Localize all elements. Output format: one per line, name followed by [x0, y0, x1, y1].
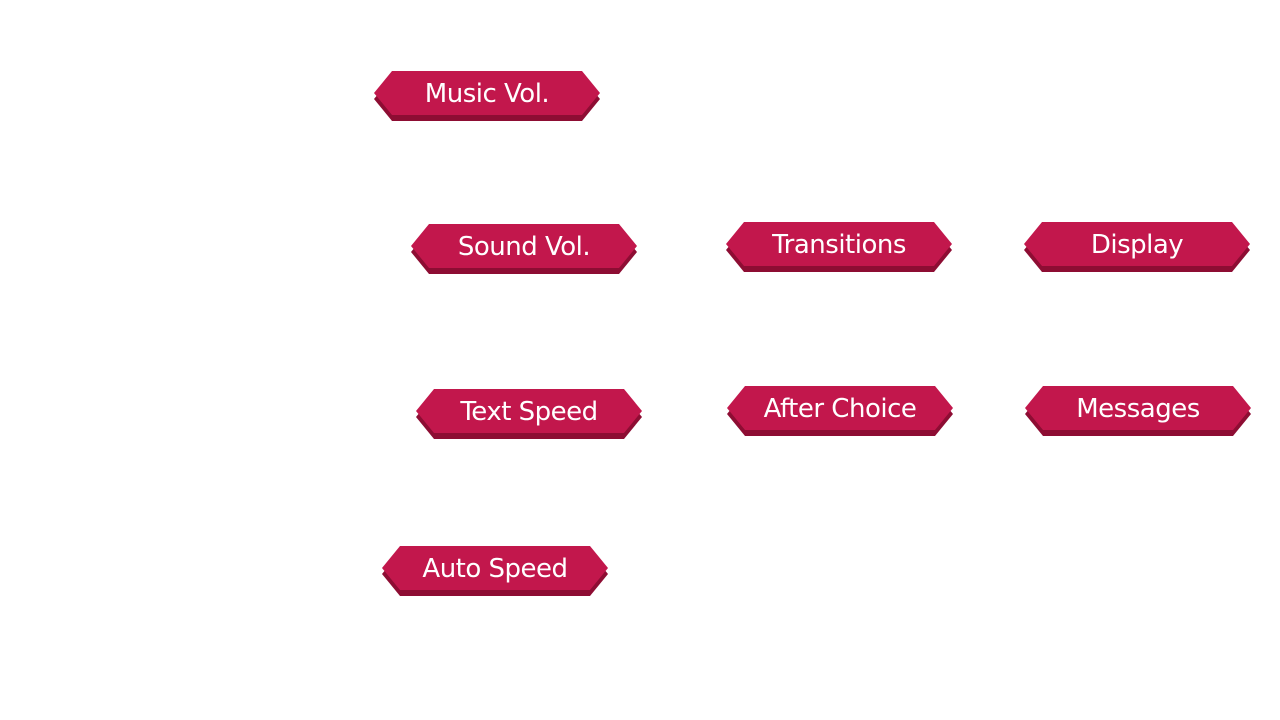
- button-face: [1024, 222, 1250, 266]
- music-vol-button[interactable]: Music Vol.: [374, 71, 600, 121]
- button-face: [416, 389, 642, 433]
- transitions-label: Transitions: [772, 230, 906, 260]
- text-speed-button[interactable]: Text Speed: [416, 389, 642, 439]
- sound-vol-button[interactable]: Sound Vol.: [411, 224, 637, 274]
- after-choice-button[interactable]: After Choice: [727, 386, 953, 436]
- auto-speed-button[interactable]: Auto Speed: [382, 546, 608, 596]
- button-face: [374, 71, 600, 115]
- button-face: [382, 546, 608, 590]
- text-speed-label: Text Speed: [460, 397, 598, 427]
- transitions-button[interactable]: Transitions: [726, 222, 952, 272]
- display-label: Display: [1090, 230, 1184, 260]
- button-face: [726, 222, 952, 266]
- display-button[interactable]: Display: [1024, 222, 1250, 272]
- messages-button[interactable]: Messages: [1025, 386, 1251, 436]
- auto-speed-label: Auto Speed: [422, 554, 568, 584]
- after-choice-label: After Choice: [763, 394, 917, 424]
- music-vol-label: Music Vol.: [424, 79, 550, 109]
- button-face: [1025, 386, 1251, 430]
- button-face: [411, 224, 637, 268]
- sound-vol-label: Sound Vol.: [457, 232, 591, 262]
- messages-label: Messages: [1076, 394, 1200, 424]
- button-face: [727, 386, 953, 430]
